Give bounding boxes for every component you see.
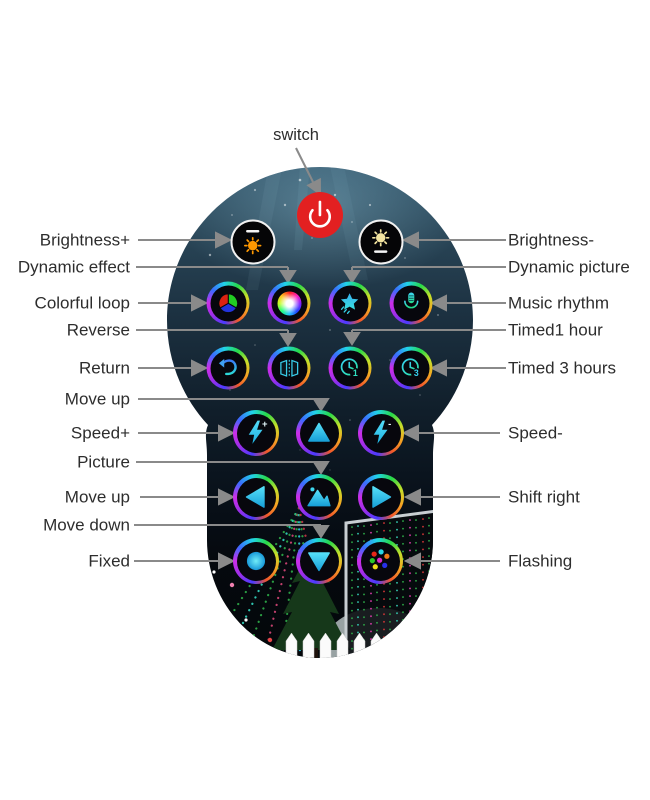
clock-3-icon: 3 (401, 358, 421, 378)
label-colorful-loop: Colorful loop (34, 293, 130, 313)
mountain-picture-icon (307, 487, 331, 507)
flashing-button[interactable] (357, 538, 403, 584)
label-fixed: Fixed (88, 551, 130, 571)
triangle-down-icon (308, 552, 330, 572)
leader-timed-1-hour (343, 329, 506, 346)
label-return: Return (78, 358, 130, 378)
leader-brightness-minus (401, 231, 506, 249)
leader-move-up-1 (138, 398, 330, 412)
leader-timed-3-hours (429, 359, 506, 377)
shift-left-button[interactable] (233, 474, 279, 520)
svg-text:+: + (262, 419, 268, 430)
power-icon (308, 200, 332, 228)
leader-reverse (136, 329, 297, 347)
bolt-minus-icon: - (373, 419, 391, 444)
leader-switch (295, 147, 322, 196)
color-wheel-icon (277, 291, 301, 315)
color-pie-icon (218, 293, 238, 313)
label-dynamic-effect: Dynamic effect (17, 257, 130, 277)
svg-text:-: - (388, 419, 391, 430)
microphone-icon (403, 292, 419, 313)
brightness-minus-button[interactable] (358, 219, 404, 265)
label-flashing: Flashing (508, 551, 573, 571)
power-button[interactable] (297, 192, 343, 238)
leader-shift-right (403, 488, 500, 506)
dynamic-picture-button[interactable] (328, 281, 372, 325)
label-timed-3-hours: Timed 3 hours (508, 358, 617, 378)
label-dynamic-picture: Dynamic picture (508, 257, 630, 277)
brightness-plus-button[interactable] (230, 219, 276, 265)
leader-speed-minus (401, 424, 500, 442)
label-brightness-plus: Brightness+ (39, 230, 130, 250)
shift-right-button[interactable] (358, 474, 404, 520)
bolt-plus-icon: + (248, 419, 268, 444)
label-shift-right: Shift right (508, 487, 580, 507)
label-speed-minus: Speed- (508, 423, 563, 443)
speed-minus-button[interactable]: - (358, 410, 404, 456)
colorful-loop-button[interactable] (206, 281, 250, 325)
return-button[interactable] (206, 346, 250, 390)
svg-text:3: 3 (414, 368, 419, 378)
svg-text:1: 1 (353, 368, 358, 378)
return-arrow-icon (218, 358, 237, 375)
leader-picture (136, 461, 330, 475)
label-timed-1-hour: Timed1 hour (508, 320, 603, 340)
leader-speed-plus (138, 424, 236, 442)
label-move-up-1: Move up (64, 389, 130, 409)
triangle-right-icon (372, 486, 392, 508)
label-reverse: Reverse (66, 320, 130, 340)
multicolor-dots-icon (369, 549, 390, 570)
leader-flashing (403, 552, 500, 570)
leader-dynamic-picture (343, 266, 506, 284)
label-move-down: Move down (43, 515, 130, 535)
label-picture: Picture (77, 452, 130, 472)
picture-button[interactable] (296, 474, 342, 520)
leader-return (138, 359, 209, 377)
shooting-star-icon (340, 292, 358, 314)
dynamic-effect-button[interactable] (267, 281, 311, 325)
label-switch: switch (273, 126, 319, 144)
mirror-flip-icon (279, 359, 299, 377)
reverse-button[interactable] (267, 346, 311, 390)
leader-dynamic-effect (136, 266, 297, 284)
timed-1-hour-button[interactable]: 1 (328, 346, 372, 390)
clock-1-icon: 1 (340, 358, 360, 378)
leader-fixed (134, 552, 236, 570)
fixed-button[interactable] (233, 538, 279, 584)
music-rhythm-button[interactable] (389, 281, 433, 325)
leader-brightness-plus (138, 231, 233, 249)
label-brightness-minus: Brightness- (508, 230, 594, 250)
timed-3-hours-button[interactable]: 3 (389, 346, 433, 390)
brightness-minus-icon (372, 229, 390, 254)
triangle-up-icon (308, 422, 330, 442)
label-speed-plus: Speed+ (70, 423, 130, 443)
label-music-rhythm: Music rhythm (508, 293, 610, 313)
leader-move-up-2 (140, 488, 236, 506)
solid-circle-icon (246, 551, 266, 571)
move-up-button[interactable] (296, 410, 342, 456)
move-down-button[interactable] (296, 538, 342, 584)
leader-move-down (134, 524, 330, 539)
speed-plus-button[interactable]: + (233, 410, 279, 456)
brightness-plus-icon (244, 230, 262, 255)
label-move-up-2: Move up (64, 487, 130, 507)
triangle-left-icon (245, 486, 265, 508)
leader-music-rhythm (429, 294, 506, 312)
leader-colorful-loop (138, 294, 209, 312)
